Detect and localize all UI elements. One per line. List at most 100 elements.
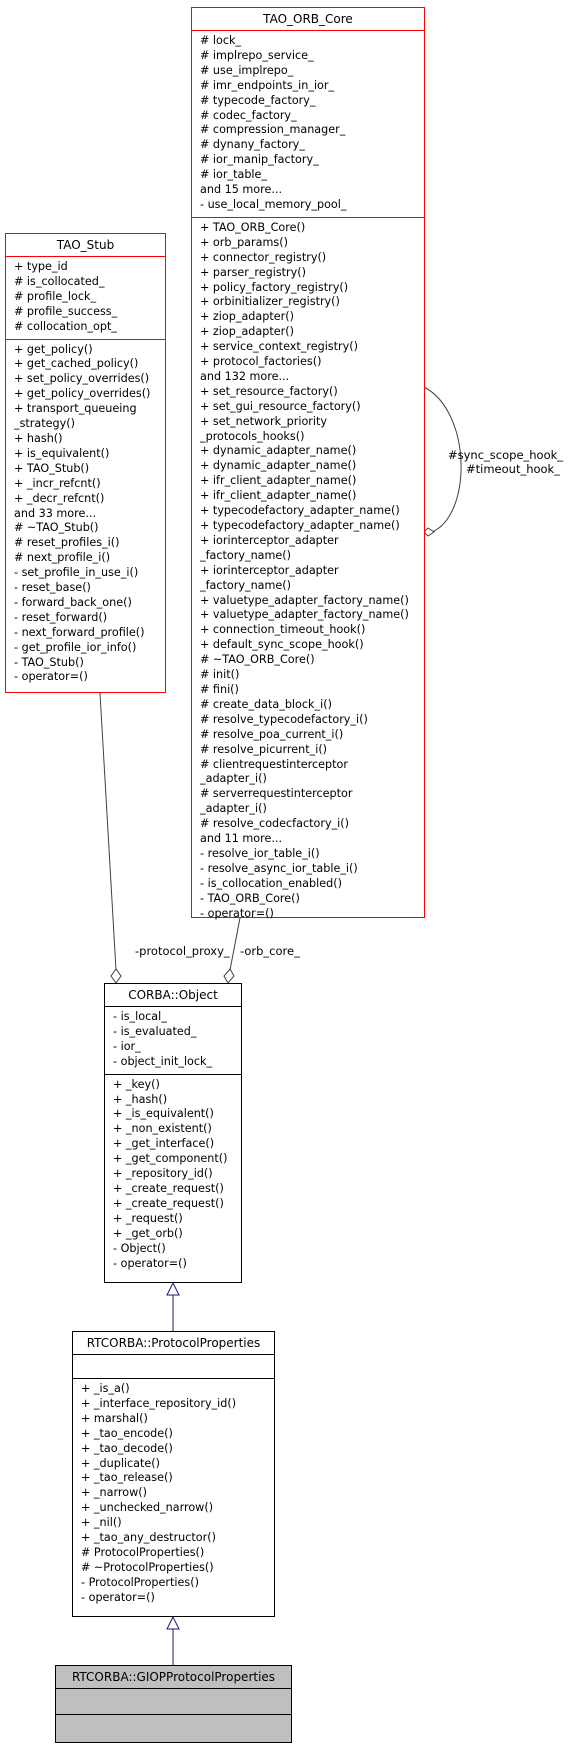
member-line: # resolve_picurrent_i() [200,742,328,756]
member-line: + orbinitializer_registry() [200,295,340,309]
member-line: + set_gui_resource_factory() [200,399,361,413]
member-line: + _tao_any_destructor() [81,1531,216,1545]
member-line: # serverrequestinterceptor [200,787,353,801]
member-line: - resolve_ior_table_i() [200,846,320,860]
self-association-edge [423,386,462,533]
class-corba-object[interactable]: CORBA::Object - is_local_- is_evaluated_… [104,983,242,1283]
attributes-section: # lock_# implrepo_service_# use_implrepo… [192,30,424,217]
member-line: # collocation_opt_ [14,319,117,333]
member-line: + _narrow() [81,1486,147,1500]
member-line: # next_profile_i() [14,551,111,565]
member-line: - ProtocolProperties() [81,1575,199,1589]
member-line: + iorinterceptor_adapter [200,533,339,547]
member-line: + _incr_refcnt() [14,476,101,490]
member-line: + valuetype_adapter_factory_name() [200,593,409,607]
member-line: + _get_component() [113,1152,228,1166]
member-line: + _is_equivalent() [113,1107,214,1121]
member-line: + protocol_factories() [200,355,322,369]
class-name: CORBA::Object [128,988,218,1002]
member-line: + get_policy() [14,342,93,356]
member-line: # profile_success_ [14,304,118,318]
member-line: and 132 more... [200,369,290,383]
member-line: _strategy() [14,417,75,431]
member-line: # resolve_codecfactory_i() [200,817,350,831]
class-tao-stub[interactable]: TAO_Stub + type_id# is_collocated_# prof… [5,233,166,693]
member-line: # typecode_factory_ [200,93,316,107]
member-line: _protocols_hooks() [200,429,305,443]
member-line: _adapter_i() [200,772,267,786]
member-line: # ~TAO_ORB_Core() [200,653,315,667]
member-line: + connector_registry() [200,250,327,264]
member-line: # profile_lock_ [14,289,97,303]
member-line: # ~TAO_Stub() [14,521,99,535]
member-line: # use_implrepo_ [200,63,294,77]
member-line: # ProtocolProperties() [81,1545,205,1559]
member-line: + connection_timeout_hook() [200,623,366,637]
member-line: + ziop_adapter() [200,310,294,324]
member-line: # init() [200,668,240,682]
member-line: + get_policy_overrides() [14,387,151,401]
member-line: + is_equivalent() [14,446,110,460]
member-line: + _get_orb() [113,1226,183,1240]
member-line: + valuetype_adapter_factory_name() [200,608,409,622]
member-line: - use_local_memory_pool_ [200,197,347,211]
member-line: + _decr_refcnt() [14,491,105,505]
class-name: RTCORBA::GIOPProtocolProperties [71,1670,276,1684]
methods-section: + _is_a()+ _interface_repository_id()+ m… [73,1378,274,1610]
self-loop-label-timeout: #timeout_hook_ [466,462,560,476]
member-line: + set_policy_overrides() [14,372,150,386]
member-line: # implrepo_service_ [200,48,314,62]
self-loop-label-sync-scope: #sync_scope_hook_ [448,448,564,462]
member-line: # clientrequestinterceptor [200,757,348,771]
member-line: # imr_endpoints_in_ior_ [200,78,335,92]
member-line: + type_id [14,260,68,273]
member-line: # compression_manager_ [200,123,346,137]
member-line: and 11 more... [200,832,283,846]
member-line: - Object() [113,1241,166,1255]
class-giop-protocol-properties[interactable]: RTCORBA::GIOPProtocolProperties [55,1665,292,1743]
class-name: TAO_Stub [56,238,115,252]
member-line: - reset_base() [14,581,91,595]
member-line: - reset_forward() [14,610,108,624]
member-line: + _tao_encode() [81,1426,173,1440]
member-line: + ifr_client_adapter_name() [200,489,357,503]
member-line: + service_context_registry() [200,340,358,354]
attributes-section: - is_local_- is_evaluated_- ior_- object… [105,1006,241,1074]
member-line: # fini() [200,682,239,696]
protocol-proxy-label: -protocol_proxy_ [135,944,230,958]
member-line: + _non_existent() [113,1122,212,1136]
member-line: + default_sync_scope_hook() [200,638,364,652]
methods-section [56,1714,291,1742]
class-name: TAO_ORB_Core [263,12,353,26]
methods-section: + get_policy()+ get_cached_policy()+ set… [6,338,165,690]
member-line: + _tao_release() [81,1471,173,1485]
aggregation-diamond [110,968,122,984]
attributes-section: + type_id# is_collocated_# profile_lock_… [6,256,165,339]
class-protocol-properties[interactable]: RTCORBA::ProtocolProperties + _is_a()+ _… [72,1331,275,1617]
member-line: - is_local_ [113,1010,167,1023]
member-line: + TAO_Stub() [14,461,90,475]
member-line: + _get_interface() [113,1137,215,1151]
member-line: + _is_a() [81,1382,130,1395]
member-line: + iorinterceptor_adapter [200,563,339,577]
member-line: - TAO_Stub() [14,655,84,669]
member-line: + _tao_decode() [81,1441,173,1455]
member-line: + dynamic_adapter_name() [200,444,357,458]
member-line: + hash() [14,431,63,445]
member-line: + set_network_priority [200,414,328,428]
member-line: + _unchecked_narrow() [81,1501,214,1515]
member-line: _factory_name() [200,578,292,592]
member-line: - object_init_lock_ [113,1054,213,1068]
member-line: - operator=() [81,1590,155,1604]
member-line: + policy_factory_registry() [200,280,349,294]
member-line: + _nil() [81,1516,122,1530]
member-line: - operator=() [200,906,274,920]
attributes-section [56,1688,291,1714]
member-line: - is_evaluated_ [113,1024,197,1038]
inheritance-arrowhead [166,1615,180,1630]
member-line: - is_collocation_enabled() [200,876,342,890]
inheritance-arrowhead [166,1281,180,1296]
attributes-section [73,1354,274,1378]
class-tao-orb-core[interactable]: TAO_ORB_Core # lock_# implrepo_service_#… [191,7,425,920]
